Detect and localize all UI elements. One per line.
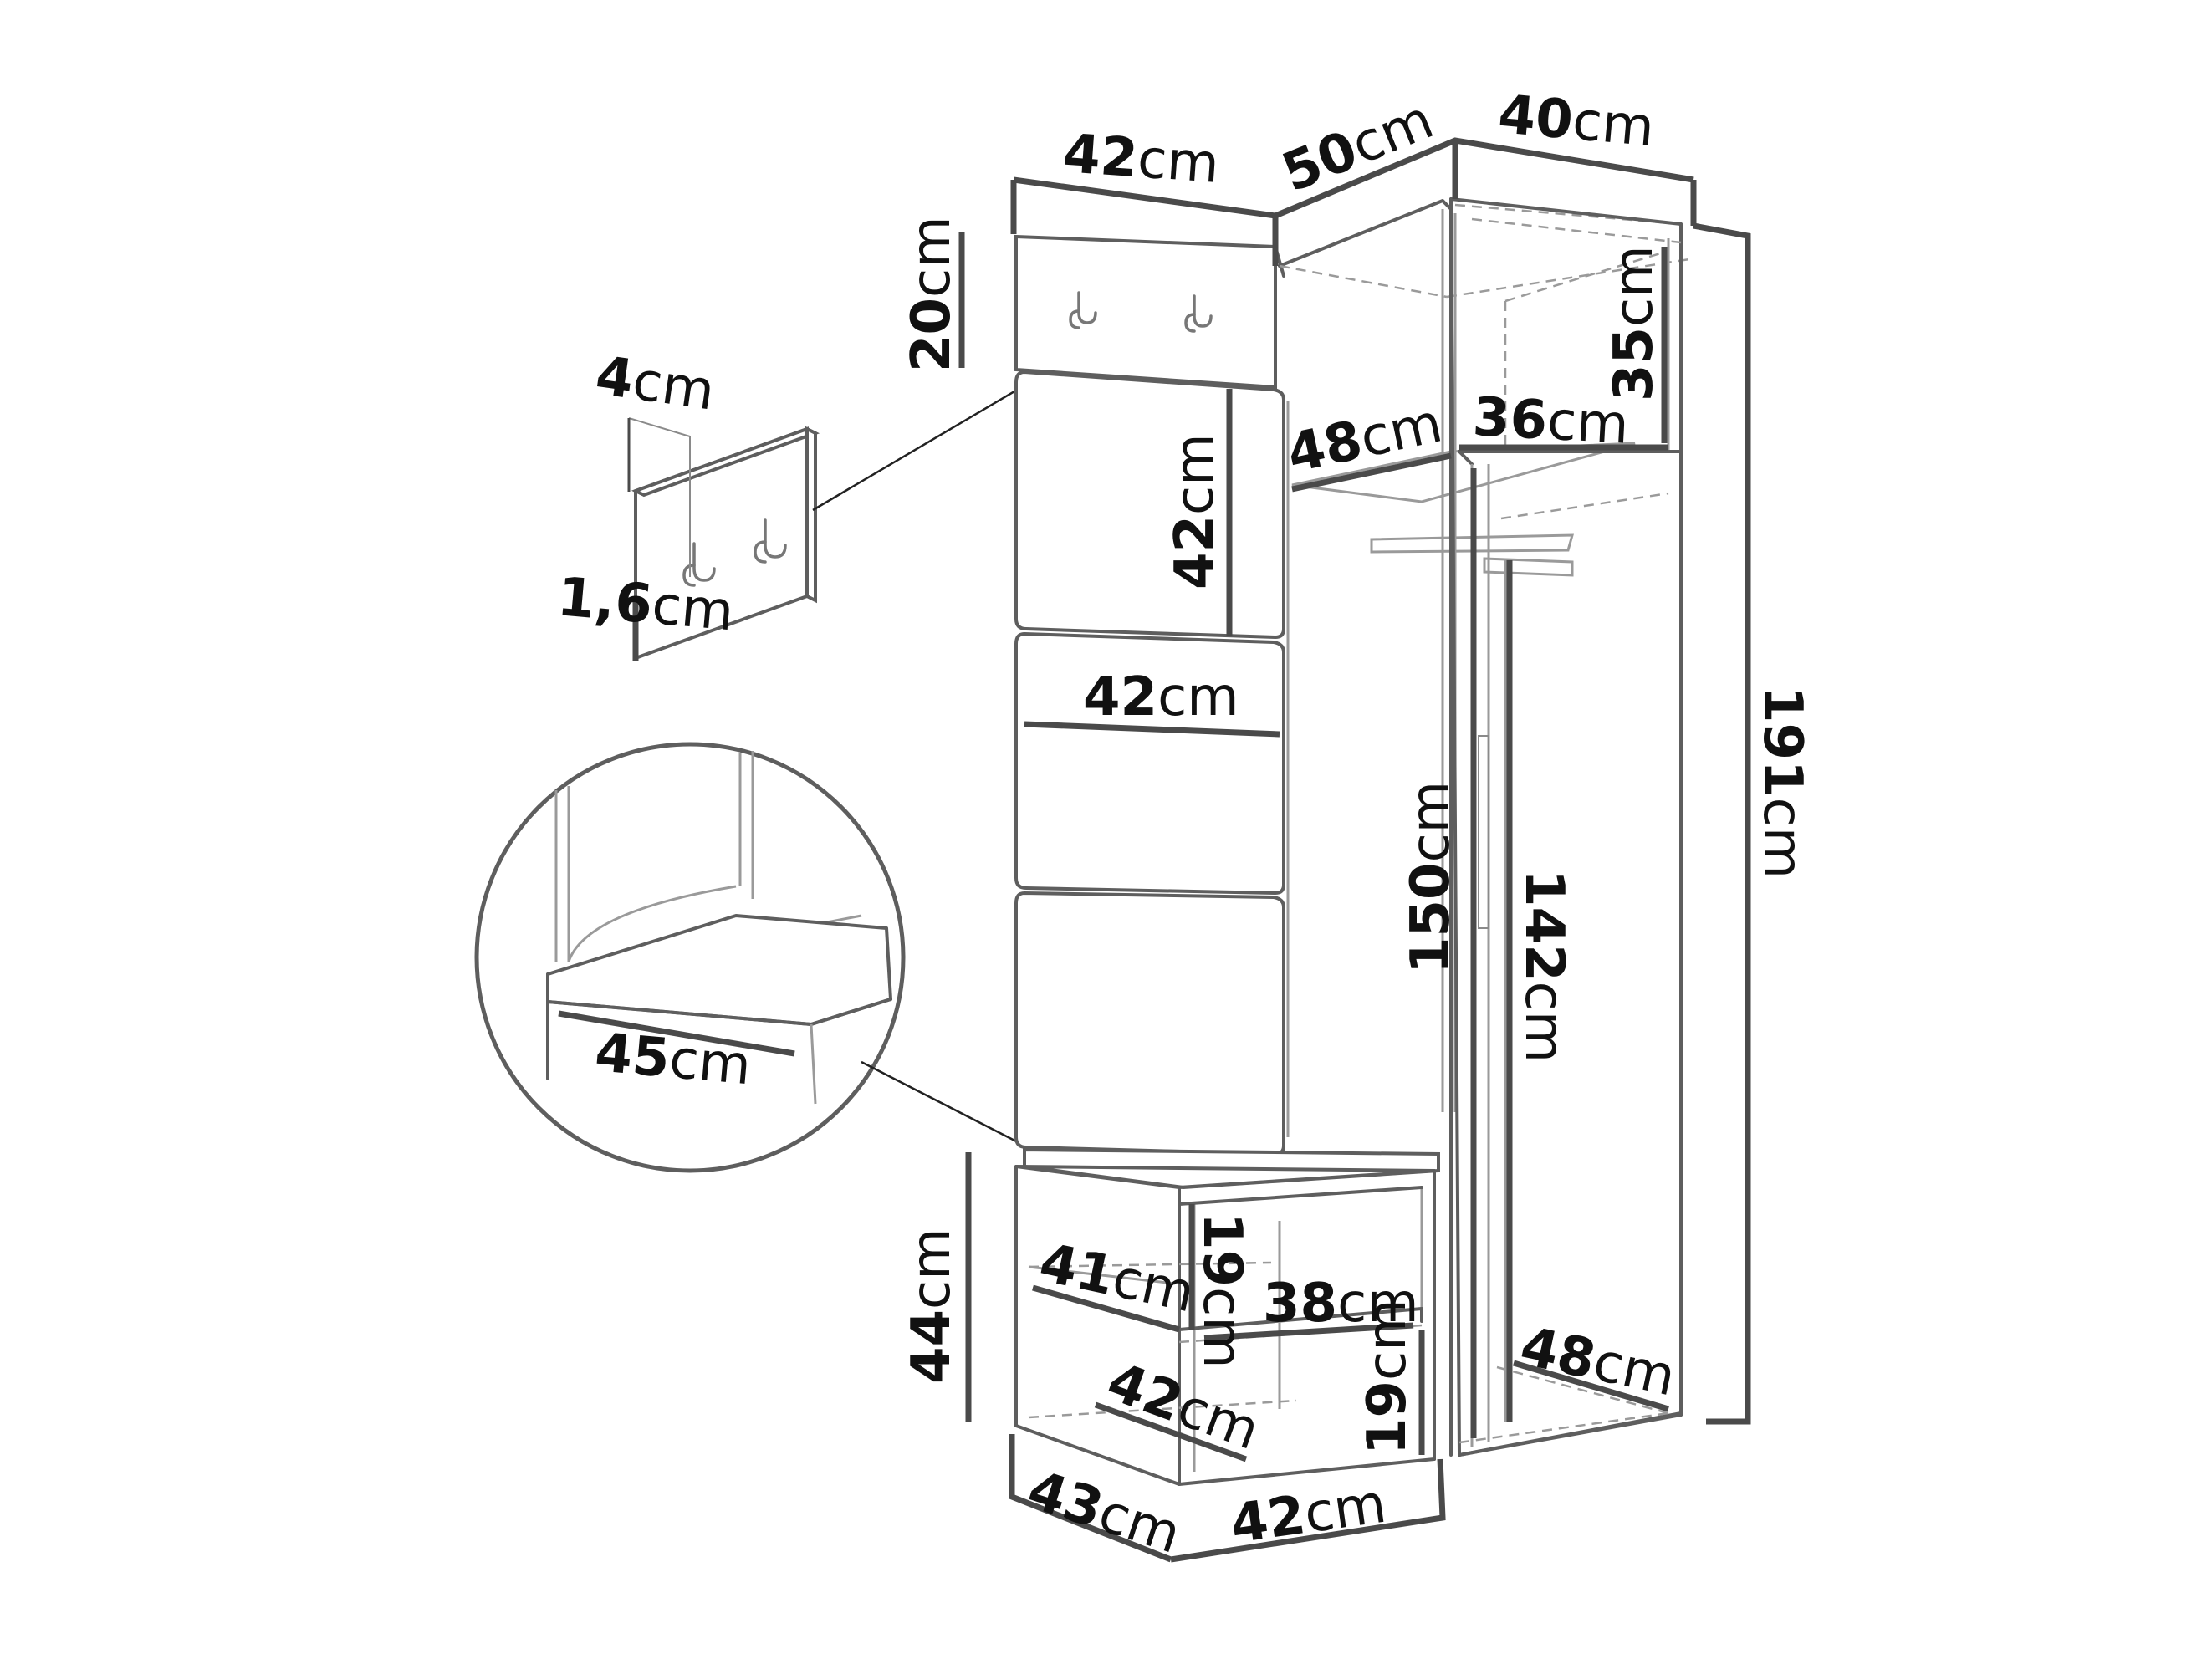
dimension-labels: 42cm 50cm 40cm 20cm 4cm 1,6cm 42cm 42cm … [555,84,1813,1566]
label-bench-width: 42cm [1227,1473,1390,1556]
label-upper-cushion-height: 42cm [1164,433,1226,590]
label-top-left-width: 42cm [1061,123,1221,196]
label-hook-panel-height: 20cm [901,216,963,372]
label-seat-width: 45cm [593,1022,754,1097]
hook-icon [1069,291,1097,329]
label-compartment-width: 38cm [1263,1273,1419,1335]
label-wardrobe-inner-height: 150cm [1400,781,1462,974]
coat-hook-panel [1014,234,1277,390]
label-wardrobe-base-depth: 48cm [1515,1315,1681,1408]
label-bench-shelf-depth: 41cm [1034,1232,1200,1325]
upper-cushion [1014,370,1285,640]
wardrobe [1449,197,1683,1457]
label-bench-depth: 43cm [1020,1459,1188,1566]
label-compartment-height-upper: 19cm [1191,1212,1253,1369]
dimension-lines [627,137,1751,1563]
padded-wall-panels [1014,234,1285,1156]
label-top-compartment-width: 36cm [1471,386,1630,457]
label-total-height: 191cm [1751,686,1813,879]
label-top-right-width: 40cm [1496,84,1657,159]
hook-icon [1184,294,1213,333]
hook-icon [754,518,787,564]
hook-panel-detail [628,337,1105,661]
label-top-compartment-height: 35cm [1603,245,1665,401]
label-hook-thickness: 4cm [592,345,718,423]
middle-cushion [1014,631,1285,896]
lower-cushion [1014,891,1285,1156]
label-bench-height: 44cm [901,1228,963,1384]
label-compartment-height-lower: 19cm [1356,1299,1418,1455]
label-door-height: 142cm [1513,870,1575,1063]
label-hook-panel-depth: 1,6cm [555,566,737,643]
seat-magnified-detail [474,742,1025,1173]
label-top-corner-width: 50cm [1274,89,1442,205]
label-cushion-width: 42cm [1083,666,1239,728]
